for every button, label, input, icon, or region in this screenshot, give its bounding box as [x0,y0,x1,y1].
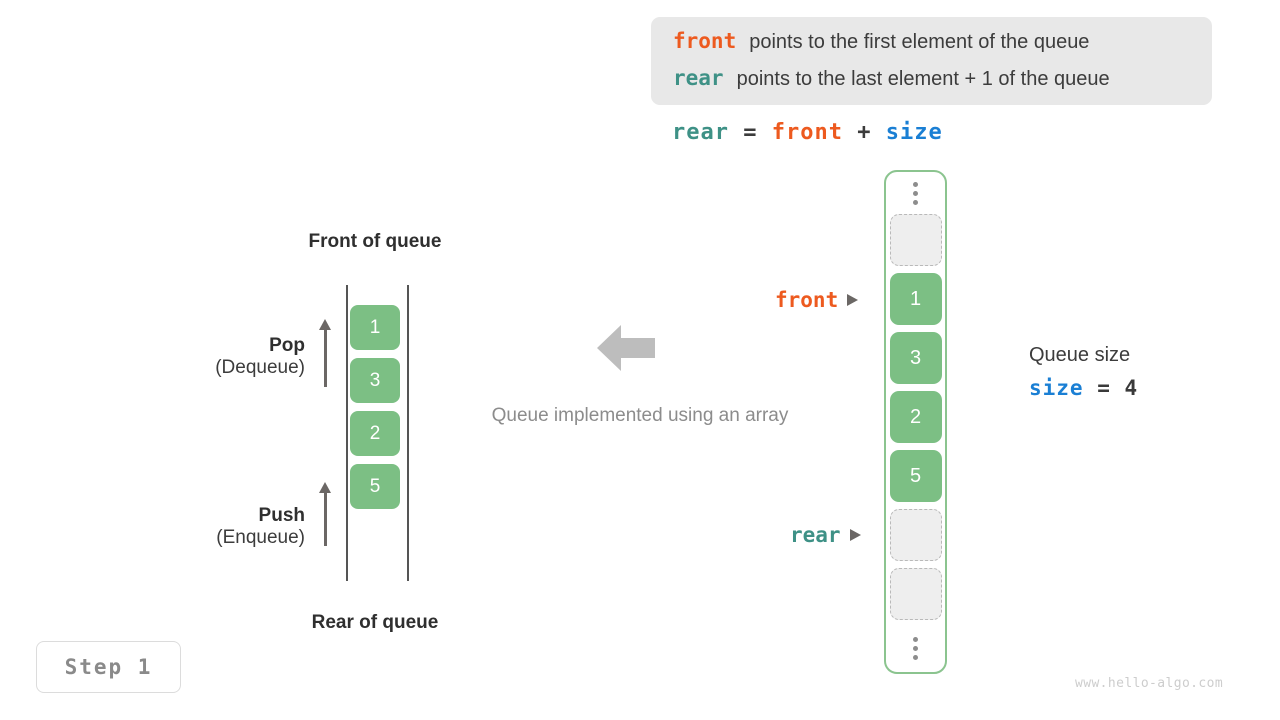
queue-rail-left [346,285,348,581]
pop-operation-label: Pop (Dequeue) [150,335,305,379]
pointer-arrow-icon [847,294,859,306]
array-slot [889,509,942,561]
formula-lhs: rear [672,120,729,145]
formula-rhs-size: size [885,120,943,145]
push-operation-label: Push (Enqueue) [150,505,305,549]
formula-equals: = [743,120,758,145]
front-pointer-label: front [775,288,839,312]
array-slot [889,568,942,620]
formula-plus: + [857,120,872,145]
watermark: www.hello-algo.com [1075,676,1224,691]
queue-cell: 2 [350,411,400,456]
queue-cell: 1 [350,305,400,350]
queue-cell: 5 [350,464,400,509]
legend-line-front: front points to the first element of the… [673,29,1190,66]
rear-pointer-label: rear [790,523,841,547]
array-slot: 5 [889,450,942,502]
size-equals: = [1097,376,1111,400]
array-slot: 1 [889,273,942,325]
legend-keyword-rear: rear [673,66,724,90]
size-value: 4 [1124,376,1139,400]
pop-up-arrow-icon [319,319,331,387]
dequeue-label: (Dequeue) [215,357,305,378]
legend-text-rear: points to the last element + 1 of the qu… [736,68,1110,90]
formula-rear-equals-front-plus-size: rear = front + size [672,120,943,145]
array-slot: 3 [889,332,942,384]
diagram-caption: Queue implemented using an array [491,405,789,426]
queue-size-title: Queue size [1029,344,1131,366]
push-label: Push [258,505,305,526]
vertical-ellipsis-top-icon [913,172,918,214]
rear-of-queue-label: Rear of queue [311,612,439,633]
queue-rail-right [407,285,409,581]
legend-line-rear: rear points to the last element + 1 of t… [673,66,1190,103]
step-badge: Step 1 [36,641,181,693]
rear-pointer: rear [790,523,861,547]
queue-size-expression: size = 4 [1029,376,1138,400]
enqueue-label: (Enqueue) [216,527,305,548]
front-of-queue-label: Front of queue [308,231,442,252]
pointer-arrow-icon [849,529,861,541]
array-container: 1 3 2 5 [884,170,947,674]
array-slot: 2 [889,391,942,443]
push-up-arrow-icon [319,482,331,546]
queue-cell: 3 [350,358,400,403]
formula-rhs-front: front [771,120,843,145]
front-pointer: front [775,288,859,312]
legend-keyword-front: front [673,29,737,53]
array-slot [889,214,942,266]
legend-text-front: points to the first element of the queue [749,31,1090,53]
queue-size-info: Queue size size = 4 [1029,344,1138,400]
legend-box: front points to the first element of the… [651,17,1212,105]
queue-cell-stack: 1 3 2 5 [350,305,400,517]
left-arrow-icon [597,325,655,371]
pop-label: Pop [269,335,305,356]
vertical-ellipsis-bottom-icon [913,627,918,669]
size-variable: size [1029,376,1084,400]
